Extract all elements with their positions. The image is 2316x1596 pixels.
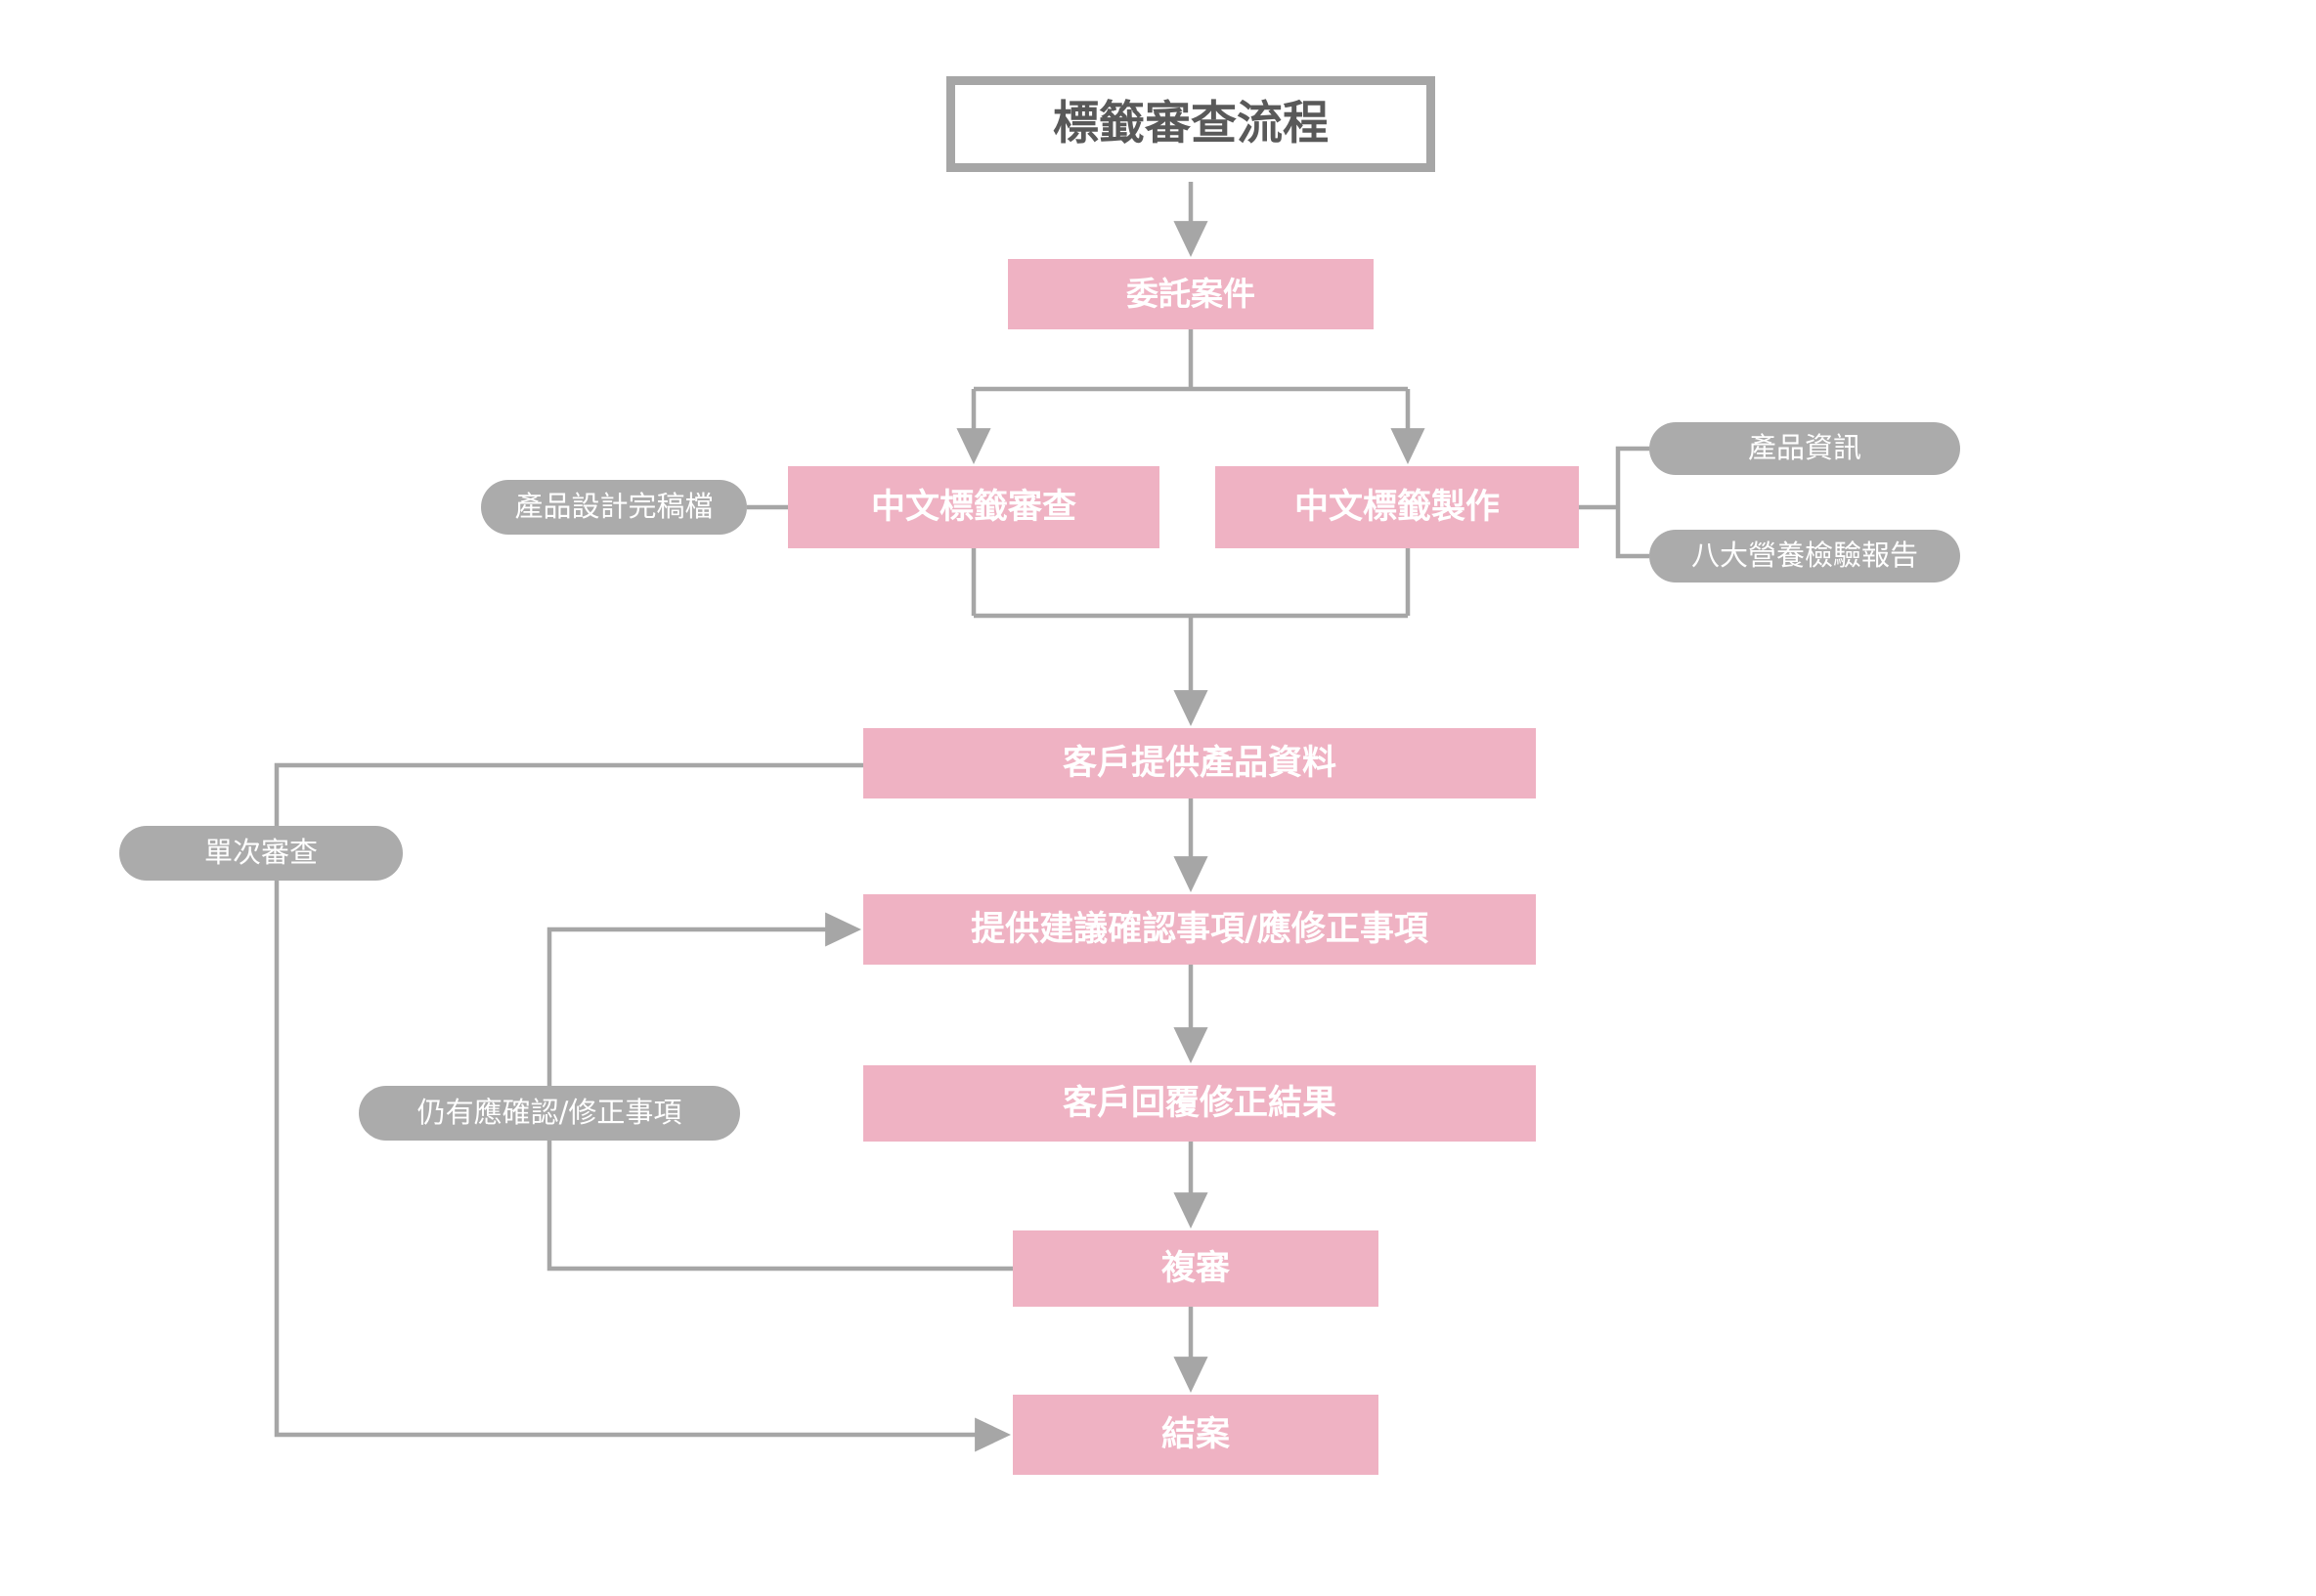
node-recheck[interactable]: 複審 [1013, 1230, 1378, 1307]
edge-customer-data-loop-to-close [274, 762, 1012, 1452]
node-cn-label-review[interactable]: 中文標籤審查 [788, 466, 1159, 548]
edge-make-to-nutrition [1615, 507, 1649, 559]
annotation-product-info[interactable]: 產品資訊 [1649, 422, 1960, 475]
node-cn-label-make[interactable]: 中文標籤製作 [1215, 466, 1579, 548]
node-customer-data[interactable]: 客戶提供產品資料 [863, 728, 1536, 798]
flowchart-title: 標籤審查流程 [946, 76, 1435, 172]
edge-make-to-product-info [1615, 446, 1649, 507]
node-commission[interactable]: 委託案件 [1008, 259, 1374, 329]
annotation-nutrition-report[interactable]: 八大營養檢驗報告 [1649, 530, 1960, 582]
node-suggest-items[interactable]: 提供建議確認事項/應修正事項 [863, 894, 1536, 965]
annotation-still-items[interactable]: 仍有應確認/修正事項 [359, 1086, 740, 1141]
node-close-case[interactable]: 結案 [1013, 1395, 1378, 1475]
node-customer-reply[interactable]: 客戶回覆修正結果 [863, 1065, 1536, 1142]
annotation-design-file[interactable]: 產品設計完稿檔 [481, 480, 747, 535]
annotation-single-review[interactable]: 單次審查 [119, 826, 403, 881]
